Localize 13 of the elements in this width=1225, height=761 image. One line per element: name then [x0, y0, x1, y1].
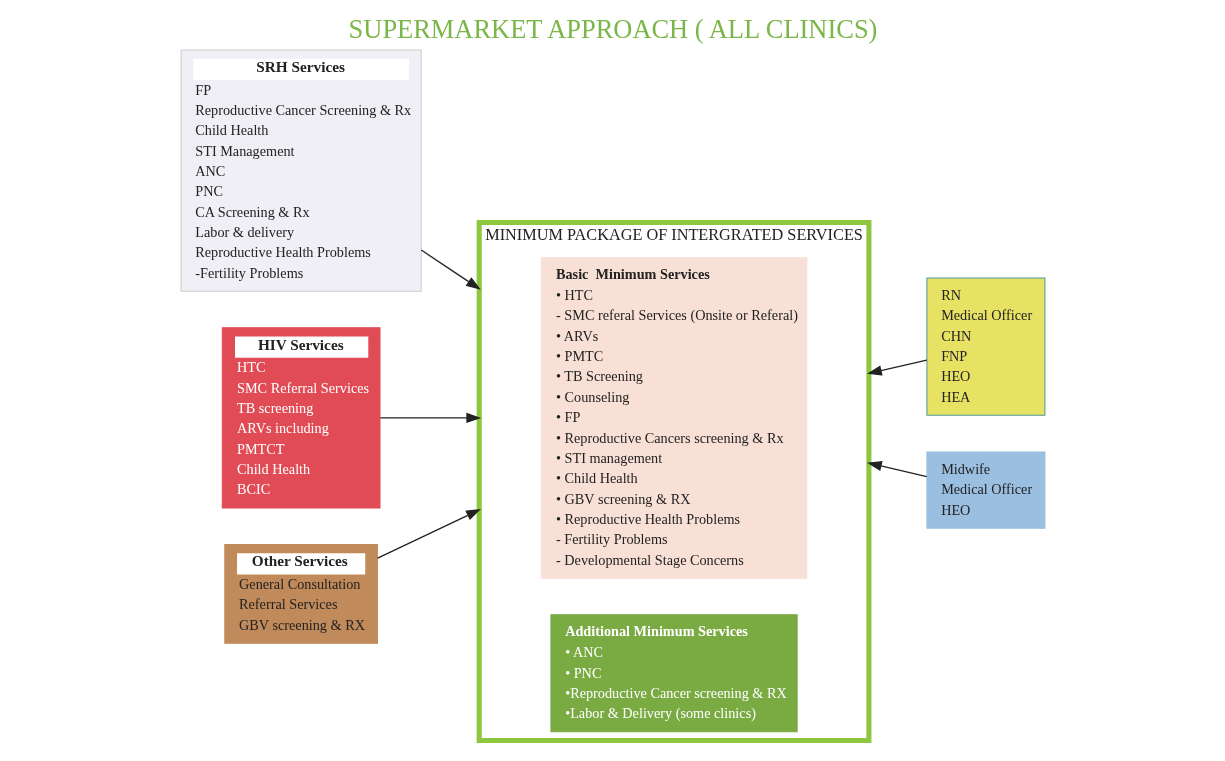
node-box: HIV Services HTC SMC Referral Services TB screening ARVs including PMTCT Child Health BCIC [221, 327, 380, 509]
node-box: Additional Minimum Services • ANC • PNC •Reproductive Cancer screening & RX •Labor & Delivery (some clinics) [549, 614, 798, 733]
arrow [376, 509, 481, 559]
node-box: Basic Minimum Services • HTC - SMC referal Services (Onsite or Referal) • ARVs • PMTC • TB Screening • Counseling • FP • Reproductive Cancers screening & Rx • STI management • Child Health • GBV screening & RX • Reproductive Health Problems - Fertility Problems - Developmental Stage Concerns [540, 257, 807, 579]
arrow [866, 359, 927, 376]
node-box: Other Services General Consultation Referral Services GBV screening & RX [223, 544, 378, 644]
node-box: Midwife Medical Officer HEO [925, 451, 1045, 529]
diagram-title: SUPERMARKET APPROACH ( ALL CLINICS) [348, 13, 877, 44]
arrow [866, 460, 927, 478]
arrow [420, 249, 481, 290]
arrow [379, 412, 481, 424]
node-box: SRH Services FP Reproductive Cancer Screening & Rx Child Health STI Management ANC PNC CA Screening & Rx Labor & delivery Reproductive Health Problems -Fertility Problems [180, 49, 422, 292]
node-box: RN Medical Officer CHN FNP HEO HEA [925, 277, 1045, 416]
